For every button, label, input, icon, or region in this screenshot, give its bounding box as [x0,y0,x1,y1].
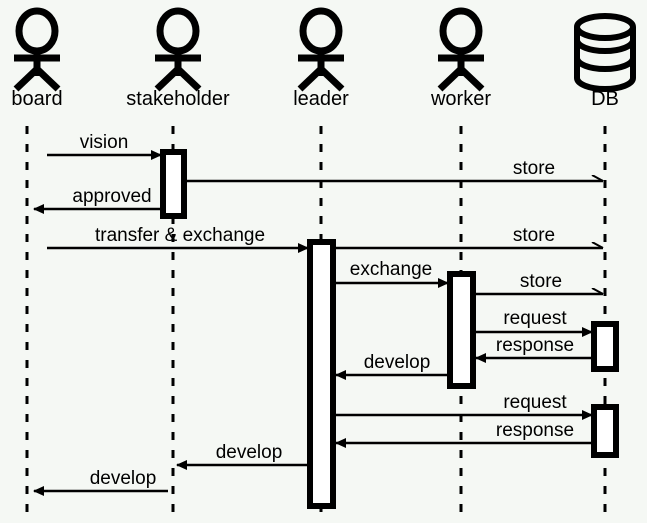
message-m9[interactable]: response [475,335,592,363]
message-m12[interactable]: response [335,420,592,448]
message-label-m6: exchange [350,259,432,280]
message-label-m7: store [520,271,562,292]
participant-db[interactable]: DB [574,13,636,110]
activation-bars-layer [160,149,619,509]
message-m3[interactable]: approved [33,186,161,214]
message-label-m3: approved [72,186,151,207]
message-label-m14: develop [90,468,157,489]
message-m2[interactable]: store [186,158,603,183]
message-label-m9: response [496,335,574,356]
message-label-m2: store [513,158,555,179]
activation-bar-stakeholder [160,149,187,219]
activation-bar-leader [307,239,336,509]
message-label-m5: store [513,225,555,246]
activation-bar-worker [447,271,476,389]
message-label-m10: develop [364,352,431,373]
participant-label-leader: leader [293,88,349,110]
messages-layer: vision store approved transfer & exchange st… [33,132,603,496]
actor-icon [13,7,61,92]
activation-bar-db [591,321,619,372]
participant-worker[interactable]: worker [430,7,491,110]
message-label-m13: develop [216,442,283,463]
message-m7[interactable]: store [474,271,603,296]
message-label-m1: vision [80,132,129,153]
message-label-m11: request [503,392,567,413]
database-icon [574,13,636,92]
message-label-m12: response [496,420,574,441]
message-m6[interactable]: exchange [334,259,449,288]
message-m14[interactable]: develop [33,468,168,496]
message-m1[interactable]: vision [47,132,162,160]
participant-label-board: board [11,88,62,110]
actor-icon [297,7,345,92]
actor-icon [437,7,485,92]
message-m4[interactable]: transfer & exchange [47,225,309,253]
message-label-m4: transfer & exchange [95,225,265,246]
activation-bar-db [591,404,619,458]
message-m5[interactable]: store [334,225,603,250]
message-label-m8: request [503,308,567,329]
participant-label-db: DB [591,88,619,110]
participants-layer: board stakeholder leader worker DB [11,7,636,110]
message-m10[interactable]: develop [335,352,448,380]
participant-stakeholder[interactable]: stakeholder [126,7,230,110]
participant-label-stakeholder: stakeholder [126,88,230,110]
message-m13[interactable]: develop [176,442,308,470]
message-m8[interactable]: request [474,308,593,337]
participant-leader[interactable]: leader [293,7,349,110]
participant-label-worker: worker [430,88,491,110]
actor-icon [154,7,202,92]
participant-board[interactable]: board [11,7,63,110]
message-m11[interactable]: request [334,392,593,420]
